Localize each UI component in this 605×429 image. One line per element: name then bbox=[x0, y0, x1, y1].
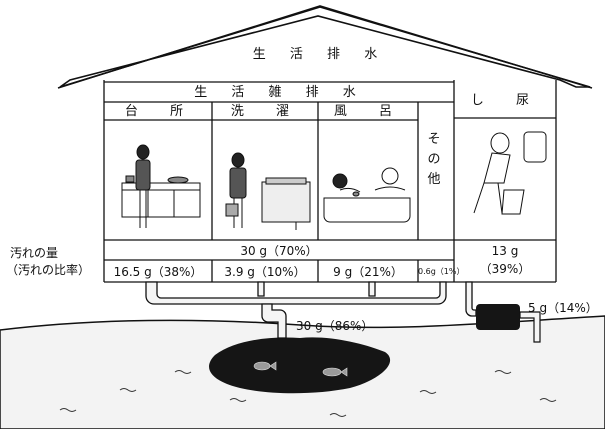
toilet-amount: 13 g bbox=[491, 244, 519, 258]
septic-tank bbox=[476, 304, 520, 330]
tank-outflow-pipe bbox=[519, 311, 541, 343]
toilet-ratio: （39%） bbox=[479, 262, 531, 276]
bath-illustration bbox=[323, 167, 411, 223]
total-grey-water: 30 g（70%） bbox=[240, 244, 318, 258]
row-label-ratio: （汚れの比率） bbox=[6, 263, 91, 277]
room-label-laundry: 洗 濯 bbox=[230, 104, 304, 119]
row-label-amount: 汚れの量 bbox=[10, 246, 59, 260]
sludge-pollution bbox=[209, 337, 391, 394]
outflow-toilet: 5 g（14%） bbox=[528, 301, 598, 315]
room-label-other: そ の 他 bbox=[427, 132, 441, 187]
amount-bath: 9 g（21%） bbox=[333, 265, 403, 279]
room-label-toilet: し 尿 bbox=[470, 93, 544, 108]
water-marks bbox=[59, 370, 557, 417]
room-label-kitchen: 台 所 bbox=[124, 104, 198, 119]
title-grey-water: 生 活 雑 排 水 bbox=[194, 85, 366, 100]
amount-other: 0.6g（1%） bbox=[418, 267, 465, 276]
amount-kitchen: 16.5 g（38%） bbox=[113, 265, 203, 279]
amount-laundry: 3.9 g（10%） bbox=[224, 265, 306, 279]
outflow-grey-water: 30 g（86%） bbox=[296, 319, 374, 333]
toilet-illustration bbox=[473, 131, 547, 215]
kitchen-illustration bbox=[121, 144, 201, 228]
room-label-bath: 風 呂 bbox=[333, 104, 407, 119]
fish-icons bbox=[253, 361, 348, 377]
title-domestic-wastewater: 生 活 排 水 bbox=[252, 47, 388, 62]
house-frame bbox=[103, 80, 557, 283]
laundry-illustration bbox=[225, 152, 311, 230]
drain-pipes bbox=[145, 281, 477, 339]
